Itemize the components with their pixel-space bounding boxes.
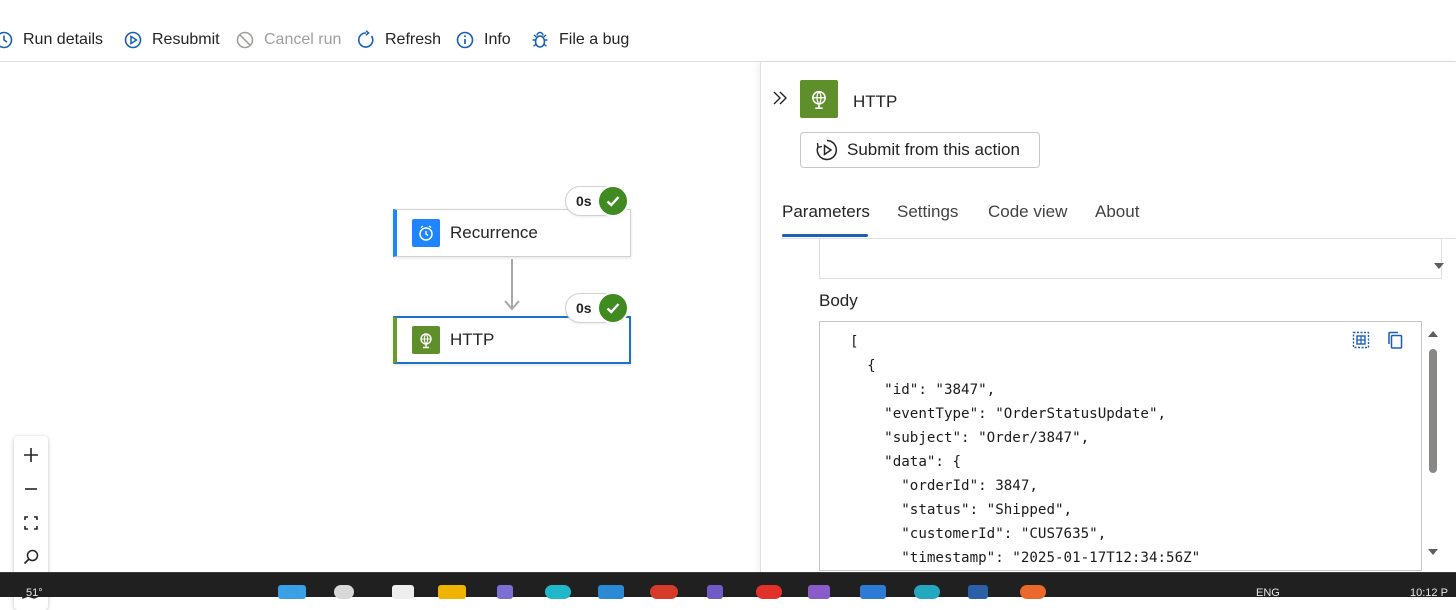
- parameters-content: Body [ { "id": "3847", "eventType": "Ord…: [781, 238, 1456, 573]
- file-bug-label: File a bug: [559, 31, 630, 48]
- search-icon: [23, 549, 39, 565]
- run-toolbar: Run details Resubmit Cancel run Refresh …: [0, 0, 1456, 62]
- recurrence-node-label: Recurrence: [450, 223, 538, 242]
- file-bug-button[interactable]: File a bug: [530, 27, 629, 53]
- refresh-label: Refresh: [385, 31, 442, 48]
- http-node-label: HTTP: [450, 330, 495, 349]
- tab-settings[interactable]: Settings: [897, 202, 959, 221]
- code-line: "timestamp": "2025-01-17T12:34:56Z": [850, 550, 1201, 566]
- recurrence-status-badge: 0s: [565, 185, 629, 217]
- code-line: "eventType": "OrderStatusUpdate",: [850, 406, 1167, 422]
- zoom-out-button[interactable]: [14, 472, 48, 506]
- bug-icon: [532, 31, 548, 48]
- plus-icon: [24, 448, 38, 462]
- tab-about[interactable]: About: [1095, 202, 1140, 221]
- submit-from-action-button[interactable]: Submit from this action: [800, 132, 1040, 168]
- connector-arrow-icon: [504, 300, 520, 311]
- weather-temp: 51°: [26, 587, 43, 599]
- calendar-icon[interactable]: [860, 585, 886, 599]
- file-explorer-icon[interactable]: [438, 585, 466, 599]
- os-taskbar: 51° ENG 10:12 P: [0, 572, 1456, 599]
- success-check-icon: [597, 185, 629, 217]
- collapse-panel-icon[interactable]: [772, 90, 788, 106]
- code-line: {: [850, 358, 876, 374]
- scroll-down-caret-icon[interactable]: [1433, 261, 1445, 271]
- previous-field-box: [819, 239, 1442, 279]
- code-line: "status": "Shipped",: [850, 502, 1073, 518]
- code-line: [: [850, 334, 859, 350]
- chrome-icon[interactable]: [650, 585, 678, 599]
- edge-icon[interactable]: [545, 585, 571, 599]
- language-indicator[interactable]: ENG: [1256, 587, 1280, 599]
- clock-icon: [412, 219, 440, 247]
- fit-view-icon: [24, 516, 38, 530]
- info-label: Info: [484, 31, 511, 48]
- fit-view-button[interactable]: [14, 506, 48, 540]
- http-status-badge: 0s: [565, 292, 629, 324]
- scroll-down-caret-icon[interactable]: [1427, 547, 1439, 557]
- start-icon[interactable]: [278, 585, 306, 599]
- search-button[interactable]: [14, 540, 48, 574]
- http-node[interactable]: HTTP: [393, 316, 631, 364]
- info-icon: [456, 31, 474, 49]
- outlook-icon[interactable]: [598, 585, 624, 599]
- recurrence-node[interactable]: Recurrence: [393, 209, 631, 257]
- app-icon[interactable]: [756, 585, 782, 599]
- system-clock[interactable]: 10:12 P: [1410, 587, 1448, 599]
- http-duration: 0s: [576, 300, 592, 316]
- http-globe-icon: [800, 80, 838, 118]
- run-details-button[interactable]: Run details: [0, 27, 103, 53]
- app-icon[interactable]: [707, 585, 723, 599]
- task-view-icon[interactable]: [392, 585, 414, 599]
- resubmit-icon: [124, 31, 142, 49]
- success-check-icon: [597, 292, 629, 324]
- designer-canvas[interactable]: Recurrence 0s HTTP 0s: [0, 62, 760, 610]
- copy-icon[interactable]: [1385, 330, 1405, 350]
- table-view-icon[interactable]: [1351, 330, 1371, 350]
- minus-icon: [25, 488, 37, 490]
- refresh-icon: [358, 30, 374, 48]
- scroll-up-caret-icon[interactable]: [1427, 329, 1439, 339]
- body-code: [ { "id": "3847", "eventType": "OrderSta…: [850, 330, 1200, 570]
- code-line: "id": "3847",: [850, 382, 996, 398]
- action-details-panel: HTTP Submit from this action Parameters …: [760, 62, 1456, 572]
- code-line: "subject": "Order/3847",: [850, 430, 1090, 446]
- app-icon[interactable]: [914, 585, 940, 599]
- history-icon: [0, 31, 13, 49]
- resubmit-button[interactable]: Resubmit: [123, 27, 220, 53]
- active-tab-indicator: [782, 234, 868, 237]
- scrollbar-thumb[interactable]: [1429, 349, 1437, 473]
- zoom-in-button[interactable]: [14, 438, 48, 472]
- run-details-label: Run details: [23, 31, 104, 48]
- recurrence-duration: 0s: [576, 193, 592, 209]
- code-actions: [1351, 330, 1405, 350]
- code-line: "customerId": "CUS7635",: [850, 526, 1107, 542]
- info-button[interactable]: Info: [455, 27, 511, 53]
- cancel-icon: [236, 31, 254, 49]
- submit-from-action-label: Submit from this action: [847, 140, 1020, 159]
- cancel-run-label: Cancel run: [264, 31, 342, 48]
- visual-studio-icon[interactable]: [808, 585, 830, 599]
- search-app-icon[interactable]: [334, 585, 354, 599]
- code-line: "orderId": 3847,: [850, 478, 1038, 494]
- play-circle-icon: [816, 139, 838, 161]
- app-icon[interactable]: [968, 585, 988, 599]
- flow-connector: [511, 259, 513, 307]
- refresh-button[interactable]: Refresh: [356, 27, 441, 53]
- panel-title: HTTP: [853, 92, 898, 111]
- code-line: "data": {: [850, 454, 962, 470]
- tab-parameters[interactable]: Parameters: [782, 202, 870, 221]
- globe-icon: [412, 326, 440, 354]
- body-code-box[interactable]: [ { "id": "3847", "eventType": "OrderSta…: [819, 321, 1422, 571]
- teams-icon[interactable]: [497, 585, 513, 599]
- code-scrollbar[interactable]: [1424, 321, 1442, 571]
- tab-code-view[interactable]: Code view: [988, 202, 1068, 221]
- cancel-run-button[interactable]: Cancel run: [235, 27, 341, 53]
- app-icon[interactable]: [1020, 585, 1046, 599]
- body-label: Body: [819, 291, 858, 310]
- resubmit-label: Resubmit: [152, 31, 220, 48]
